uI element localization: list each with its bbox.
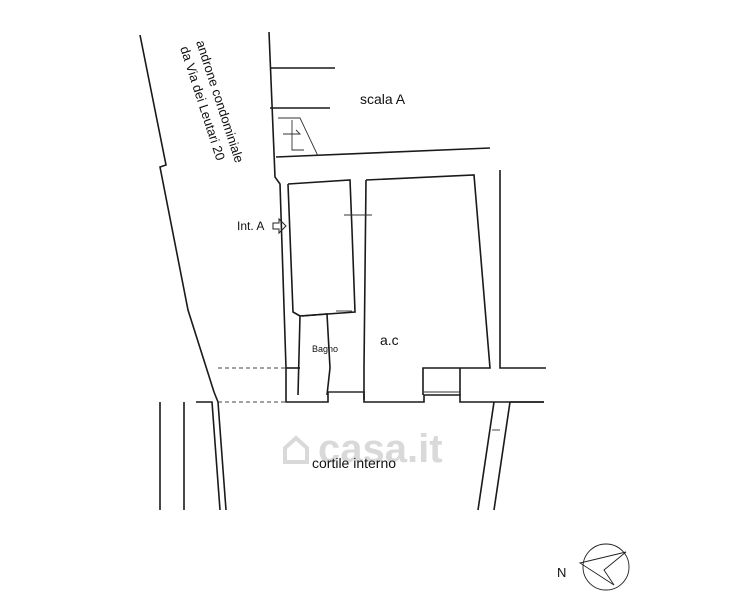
room-entry-west-wall: [287, 183, 301, 317]
room-label: a.c: [380, 332, 399, 348]
entrance-arrow-icon: [272, 217, 287, 235]
corridor-walls: [139, 31, 491, 393]
courtyard-facade: [218, 367, 544, 403]
watermark: casa.it: [283, 427, 443, 471]
stair-wall-bottom: [275, 147, 491, 158]
bathroom-walls: [301, 313, 331, 396]
room-ac-walls: [365, 174, 491, 395]
north-arrow: N: [557, 543, 630, 591]
east-room-wall: [499, 170, 546, 369]
house-icon: [283, 435, 309, 464]
watermark-text: casa.it: [318, 427, 443, 471]
stair-label: scala A: [360, 91, 406, 107]
compass-needle-icon: [578, 551, 627, 586]
corridor-east-wall: [268, 31, 287, 369]
room-ac-west-wall: [363, 179, 367, 400]
stair-arrow-icon: [283, 129, 302, 135]
courtyard-walls: [159, 391, 544, 511]
stair-detail: [278, 117, 319, 157]
courtyard-label: cortile interno: [312, 455, 396, 471]
apartment-walls: [287, 170, 546, 400]
entrance-label: Int. A: [237, 219, 264, 233]
corridor-west-wall: [139, 34, 215, 393]
compass-circle: [582, 543, 630, 591]
courtyard-east-wall-a: [477, 401, 495, 511]
bathroom-label: Bagno: [312, 344, 338, 354]
courtyard-west-wall-b: [196, 401, 221, 511]
room-entry-walls: [287, 179, 356, 396]
north-label: N: [557, 565, 566, 580]
stair-flight-line: [278, 117, 319, 157]
courtyard-east-wall-b: [493, 401, 511, 511]
stair-landing-line: [291, 120, 304, 151]
facade-line: [285, 368, 544, 403]
courtyard-west-wall-a: [213, 391, 227, 511]
